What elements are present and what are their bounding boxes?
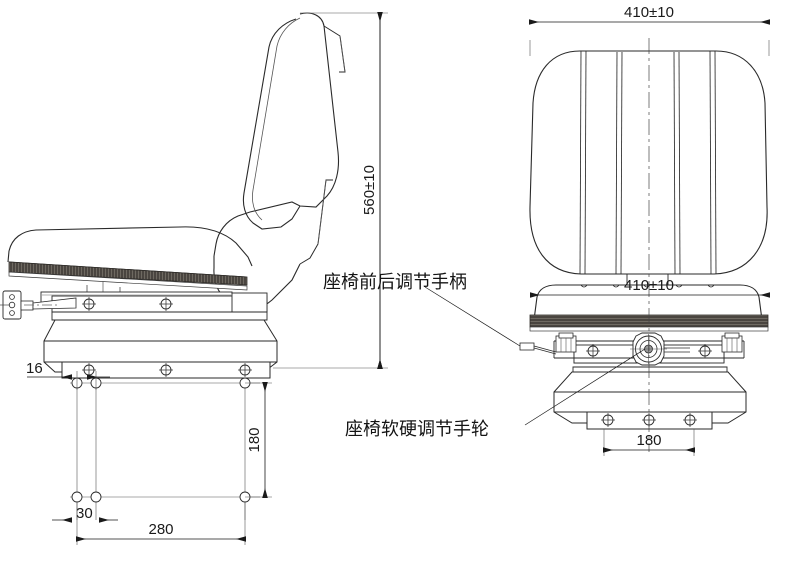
dimension-cushion-410-text: 410±10 [624, 277, 674, 294]
suspension-body-upper [51, 311, 268, 321]
pleat-line [673, 51, 676, 275]
dimension-height-560-text: 560±10 [361, 165, 378, 215]
handle-plate-hole [9, 294, 15, 300]
dimension-backrest-410-text: 410±10 [624, 4, 674, 21]
handle-grip-front [519, 342, 535, 351]
leader-line [424, 286, 521, 347]
dimension-pitch-30-text: 30 [76, 505, 93, 522]
pleat-line [709, 50, 712, 275]
backrest-inner-crease [252, 17, 301, 221]
cushion-notch [707, 284, 715, 288]
backrest-front-outline [529, 50, 768, 275]
mounting-hole [71, 491, 83, 503]
dimension-offset-16-text: 16 [26, 360, 43, 377]
base-plate-bolt [159, 363, 173, 377]
rail-bolt [82, 297, 96, 311]
dimension-offset-16: 16 [26, 360, 110, 390]
cushion-notch [643, 284, 651, 288]
pleat-line [584, 50, 587, 275]
cushion-notch [675, 284, 683, 288]
handle-plate-hole [8, 301, 16, 309]
cushion-underside-hatch-band [8, 261, 248, 286]
fore-aft-handle-front[interactable] [519, 342, 557, 355]
dimension-width-280: 280 [76, 502, 246, 545]
firmness-handwheel[interactable] [630, 332, 690, 366]
backrest-lumbar-tab-inner [317, 179, 327, 245]
side-view [0, 12, 346, 379]
dimension-mount-180-front-text: 180 [636, 432, 661, 449]
hole-pattern-lines [70, 382, 260, 498]
cushion-notch [580, 284, 588, 288]
handle-rod-front [533, 345, 557, 353]
rail-roller-right [721, 332, 743, 353]
cushion-notch [612, 284, 620, 288]
frame-bolt [698, 344, 712, 358]
rail-end-block-right [231, 292, 268, 313]
pleat-line [579, 50, 582, 275]
pleat-line [615, 51, 618, 275]
rail-roller-left [555, 332, 577, 353]
seat-cushion-left-nose [7, 250, 10, 263]
seat-cushion-top [8, 226, 253, 267]
dimension-depth-180: 180 [245, 382, 272, 498]
handle-plate-hole [9, 310, 15, 316]
fore-aft-handle-assembly [0, 290, 77, 320]
dimension-cushion-410: 410±10 [530, 277, 770, 298]
annotation-firmness-handwheel: 座椅软硬调节手轮 [345, 348, 646, 440]
mounting-hole-plan [70, 377, 260, 520]
base-plate-front-bolt [601, 413, 615, 427]
annotation-fore-aft-handle: 座椅前后调节手柄 [323, 272, 521, 347]
pleat-line [678, 51, 681, 275]
dimension-width-280-text: 280 [148, 521, 173, 538]
rail-bolt [159, 297, 173, 311]
backrest-outer-shell [213, 12, 340, 257]
base-plate-front-bolt [683, 413, 697, 427]
pleat-line [714, 50, 717, 275]
backrest-top-tab-edge [339, 35, 346, 73]
handle-collar [20, 300, 34, 311]
annotation-fore-aft-handle-text: 座椅前后调节手柄 [323, 272, 467, 293]
cushion-underside-plate [8, 271, 248, 291]
handle-lever-arm [32, 297, 77, 310]
backrest-pleat-lines [579, 50, 717, 275]
cushion-top-notches [580, 284, 715, 288]
front-view [519, 38, 769, 452]
annotation-firmness-handwheel-text: 座椅软硬调节手轮 [345, 419, 489, 440]
suspension-front-main [553, 371, 747, 424]
base-plate-bolt-group [82, 363, 252, 377]
dimension-height-560: 560±10 [273, 12, 388, 369]
backrest-cushion-face [242, 18, 301, 230]
dimension-mount-180-front: 180 [603, 429, 695, 456]
dimension-depth-180-text: 180 [246, 427, 263, 452]
dimension-backrest-410: 410±10 [529, 4, 770, 56]
base-plate-bolt [238, 363, 252, 377]
handle-rod-front-lower [533, 347, 557, 355]
dimension-pitch-30: 30 [52, 505, 118, 523]
mounting-hole [90, 491, 102, 503]
leader-line [524, 348, 646, 426]
frame-bolt [586, 344, 600, 358]
pleat-line [620, 51, 623, 275]
suspension-front-body [572, 366, 728, 373]
